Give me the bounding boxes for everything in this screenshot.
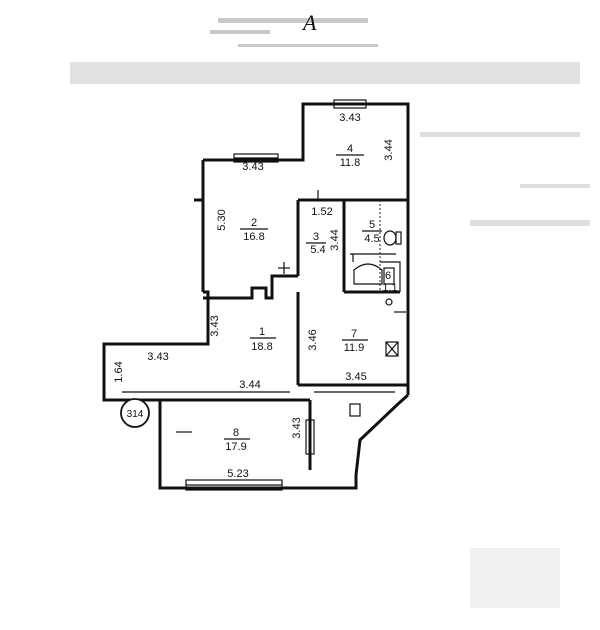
dim-room2-top: 3.43: [242, 161, 263, 173]
dim-entry-top: 3.43: [147, 351, 168, 363]
dim-room4-right: 3.44: [383, 139, 395, 160]
dim-room2-left: 5.30: [216, 209, 228, 230]
dimension-labels: 3.43 3.44 3.43 5.30 1.52 3.44 3.43 3.44 …: [113, 112, 395, 480]
room-7-area: 11.9: [344, 342, 365, 354]
room-5-number: 5: [369, 219, 375, 231]
room-2-area: 16.8: [243, 231, 264, 243]
room-1-label: 1 18.8: [250, 326, 276, 353]
apartment-number-badge: 314: [120, 398, 150, 428]
room-5-label: 5 4.5: [362, 219, 382, 245]
interior-walls: [160, 198, 408, 470]
dim-entry-left: 1.64: [113, 361, 125, 382]
room-4-area: 11.8: [340, 157, 361, 169]
room-5-area: 4.5: [364, 233, 379, 245]
room-2-number: 2: [251, 217, 257, 229]
dim-hall-bottom: 3.44: [239, 379, 260, 391]
apartment-number: 314: [127, 409, 144, 420]
dim-room7-left: 3.46: [307, 329, 319, 350]
room-6-label: 6 1.1: [382, 270, 397, 294]
dim-corridor-width: 1.52: [311, 206, 332, 218]
windows: [185, 99, 367, 491]
room-1-area: 18.8: [251, 341, 272, 353]
room-8-area: 17.9: [225, 441, 246, 453]
room-1-number: 1: [259, 326, 265, 338]
room-3-area: 5.4: [310, 244, 325, 256]
room-6-area: 1.1: [382, 282, 397, 294]
dim-room8-bottom: 5.23: [227, 468, 248, 480]
room-4-label: 4 11.8: [336, 143, 364, 169]
room-3-label: 3 5.4: [306, 231, 326, 256]
room-7-number: 7: [351, 328, 357, 340]
dim-room7-bottom: 3.45: [345, 371, 366, 383]
room-4-number: 4: [347, 143, 353, 155]
dim-room4-top: 3.43: [339, 112, 360, 124]
header-letter: A: [301, 10, 317, 35]
room-8-number: 8: [233, 427, 239, 439]
room-7-label: 7 11.9: [342, 328, 368, 354]
room-2-label: 2 16.8: [240, 217, 268, 243]
dim-room8-right: 3.43: [291, 417, 303, 438]
room-3-number: 3: [313, 231, 319, 243]
dim-hall-left: 3.43: [209, 315, 221, 336]
room-labels: 2 16.8 4 11.8 3 5.4 5 4.5 6 1.1 1 18.8: [224, 143, 398, 453]
room-6-number: 6: [385, 270, 391, 282]
fixtures: [122, 190, 406, 433]
dim-room3-side: 3.44: [329, 229, 341, 250]
header-artifacts: [70, 18, 590, 608]
room-8-label: 8 17.9: [224, 427, 250, 453]
